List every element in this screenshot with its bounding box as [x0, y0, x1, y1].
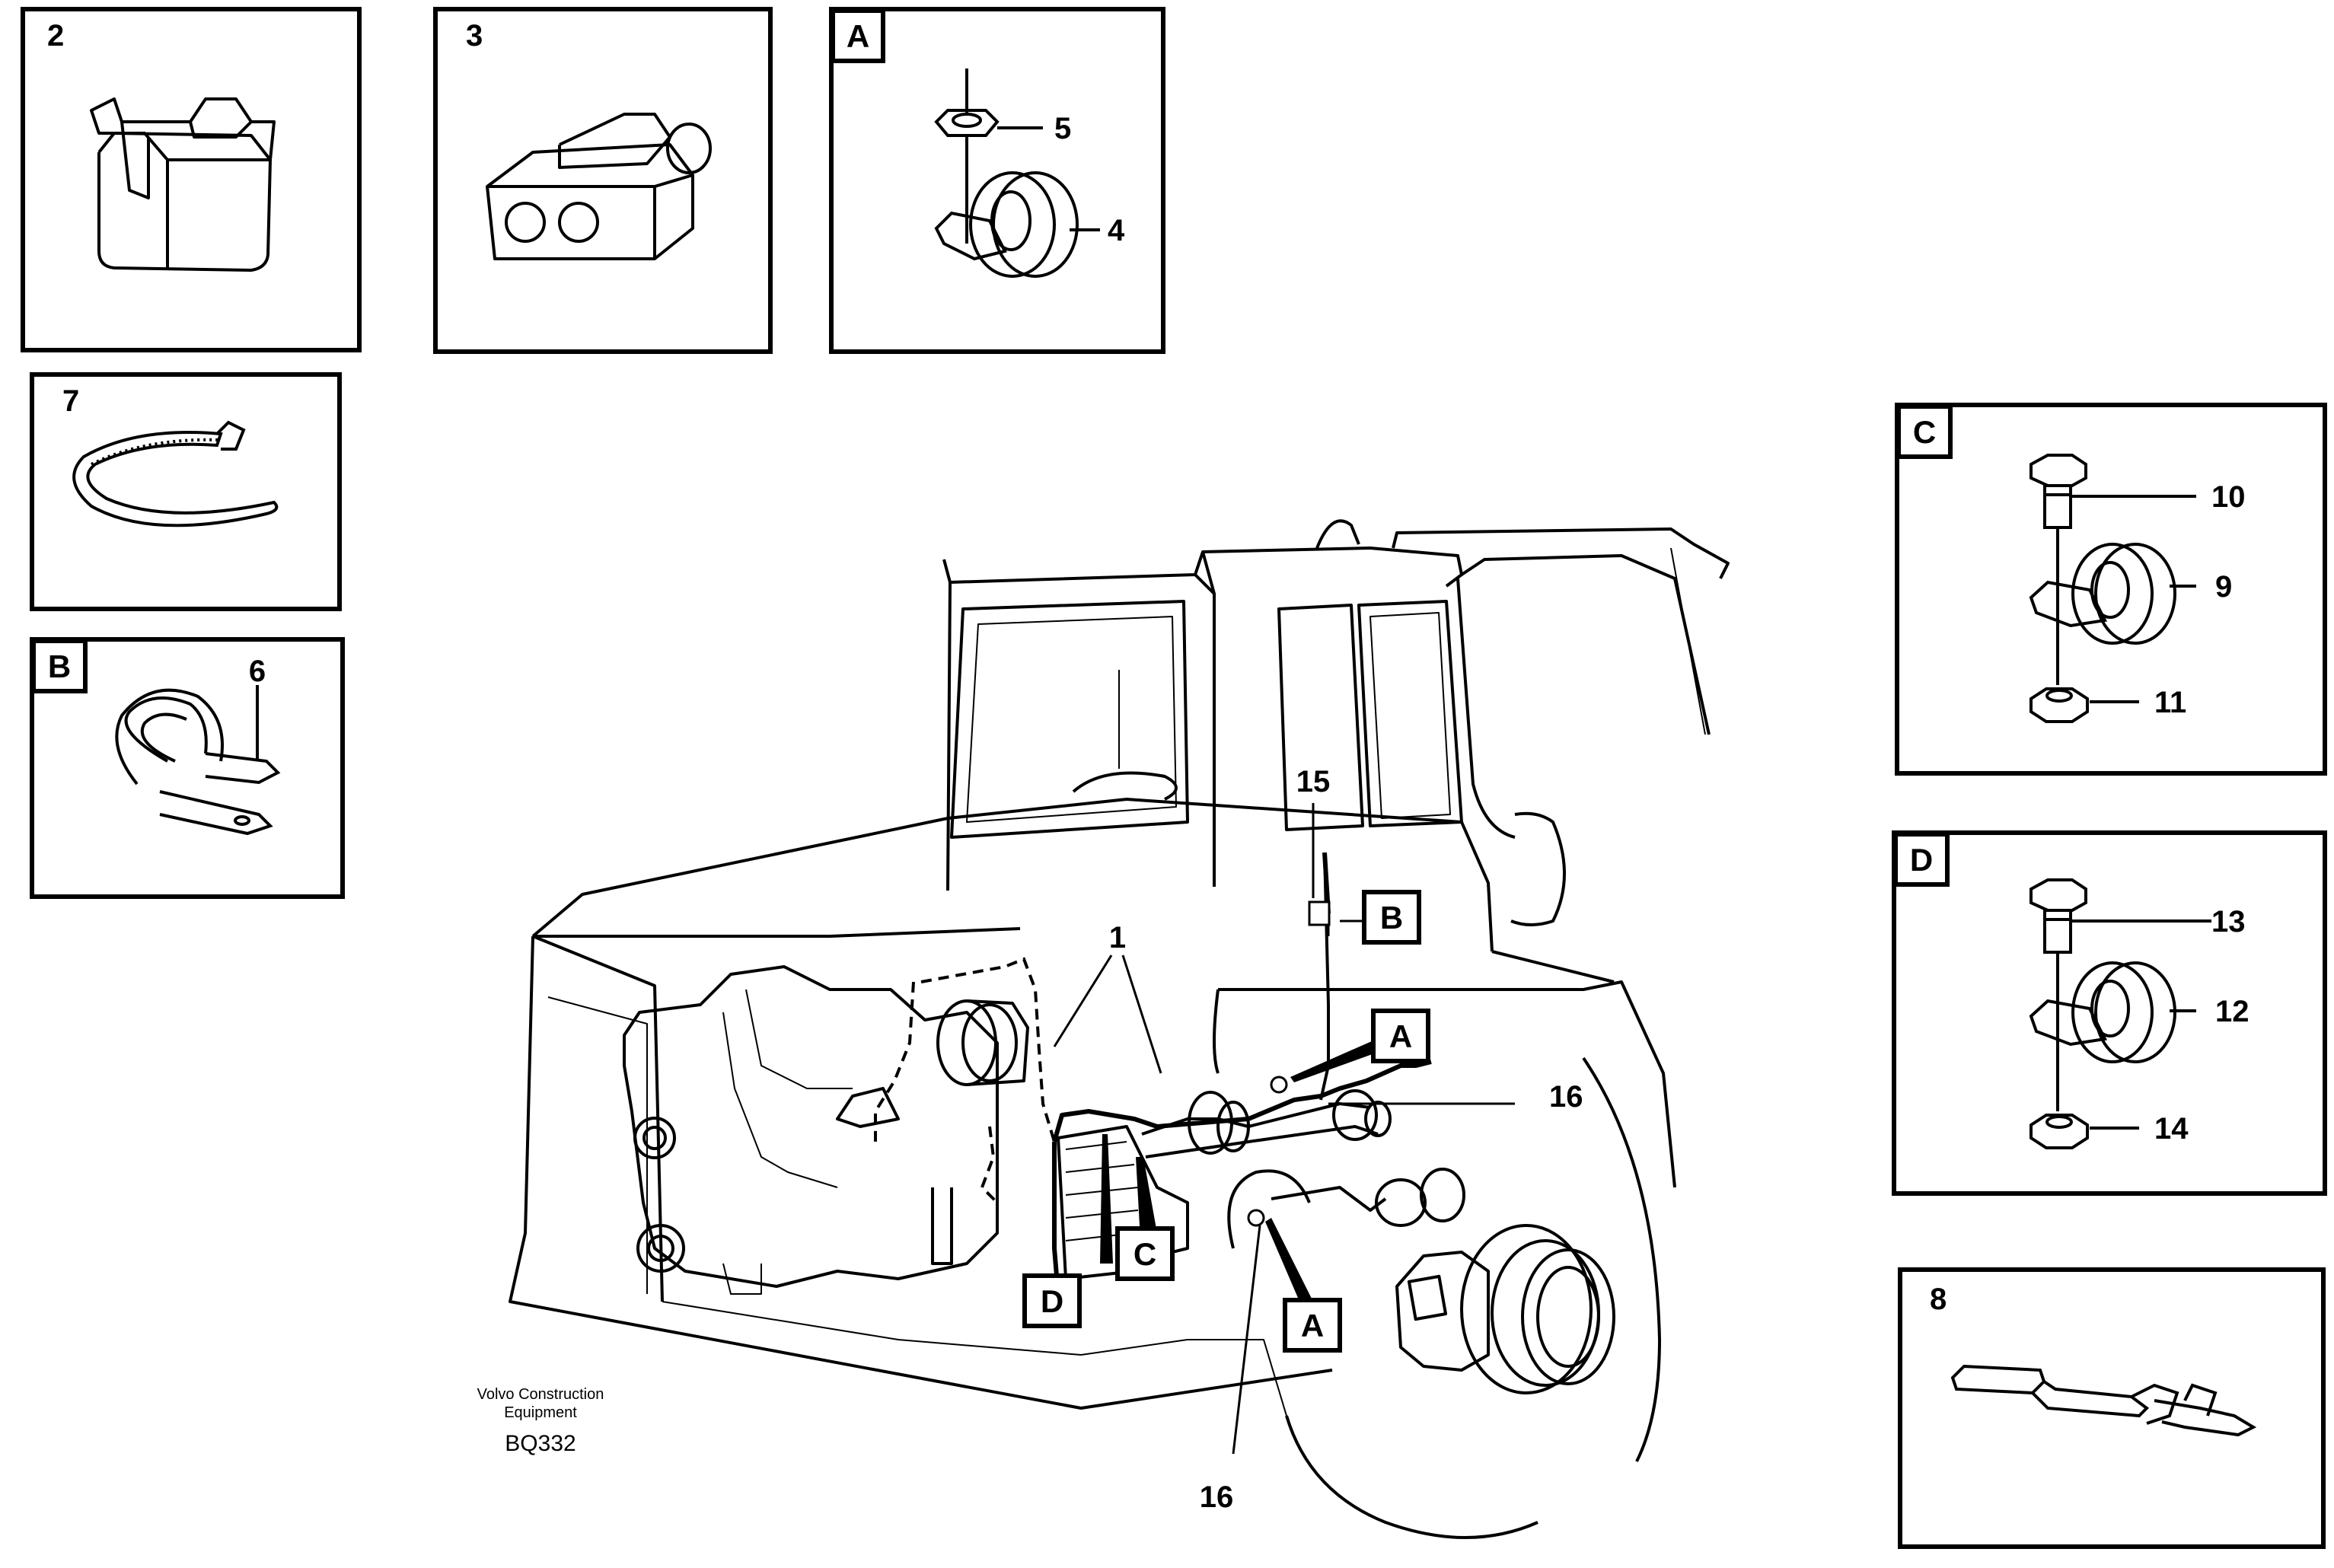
callout-1: 1 [1109, 921, 1126, 955]
callout-15: 15 [1296, 765, 1331, 798]
panel-D-label: D [1910, 842, 1933, 878]
panel-A-label: A [847, 18, 869, 54]
credit-company-line1: Volvo Construction [477, 1386, 604, 1403]
panel-A: A 5 4 [829, 7, 1165, 354]
bolt-grommet-c-illustration [2029, 454, 2196, 723]
svg-text:B: B [1380, 900, 1403, 935]
callout-10: 10 [2211, 480, 2246, 514]
callout-14: 14 [2154, 1112, 2189, 1146]
drawing-code: BQ332 [505, 1431, 576, 1456]
connector-illustration [486, 113, 712, 260]
callout-16-right: 16 [1549, 1080, 1583, 1114]
callout-13: 13 [2211, 905, 2246, 939]
panel-7: 7 [30, 372, 342, 611]
panel-D: D 13 12 14 [1892, 830, 2327, 1196]
callout-5: 5 [1054, 112, 1071, 145]
dashed-harness [874, 957, 1056, 1204]
panel-7-label: 7 [62, 384, 79, 418]
strap-illustration [1950, 1364, 2257, 1437]
panel-3: 3 [433, 7, 773, 354]
panel-3-label: 3 [466, 19, 483, 53]
bolt-grommet-d-illustration [2029, 878, 2211, 1149]
tag-C: C [1115, 1226, 1175, 1281]
panel-B: B 6 [30, 637, 345, 899]
callout-4: 4 [1108, 214, 1125, 247]
main-leaders [1053, 803, 1515, 1455]
svg-text:D: D [1041, 1283, 1063, 1319]
tag-A-lower: A [1283, 1298, 1342, 1353]
callout-9: 9 [2215, 570, 2232, 604]
tag-B: B [1362, 890, 1421, 945]
main-pointer-wedges [1100, 1035, 1387, 1303]
panel-2-label: 2 [47, 19, 64, 53]
panel-B-label: B [48, 649, 71, 684]
tag-A-upper: A [1371, 1009, 1430, 1063]
clamp-illustration [115, 685, 281, 836]
panel-C: C 10 9 11 [1895, 403, 2327, 776]
callout-12: 12 [2215, 995, 2250, 1028]
cable-tie-illustration [72, 420, 279, 527]
relay-illustration [90, 97, 276, 272]
svg-text:A: A [1301, 1308, 1324, 1343]
panel-C-label: C [1913, 414, 1936, 450]
tag-D: D [1022, 1273, 1082, 1328]
panel-8: 8 [1898, 1267, 2326, 1549]
panel-8-label: 8 [1930, 1283, 1947, 1316]
credit-block: Volvo Construction Equipment BQ332 [477, 1386, 604, 1456]
svg-text:A: A [1389, 1018, 1412, 1054]
panel-2: 2 [21, 7, 362, 352]
grommet-illustration [934, 69, 1100, 278]
callout-16-bottom: 16 [1200, 1480, 1234, 1514]
callout-6: 6 [249, 655, 266, 688]
svg-text:C: C [1134, 1236, 1156, 1272]
machine-illustration [509, 519, 1730, 1539]
main-clip-markers [1247, 900, 1331, 1227]
credit-company-line2: Equipment [504, 1404, 577, 1421]
callout-11: 11 [2154, 686, 2186, 719]
